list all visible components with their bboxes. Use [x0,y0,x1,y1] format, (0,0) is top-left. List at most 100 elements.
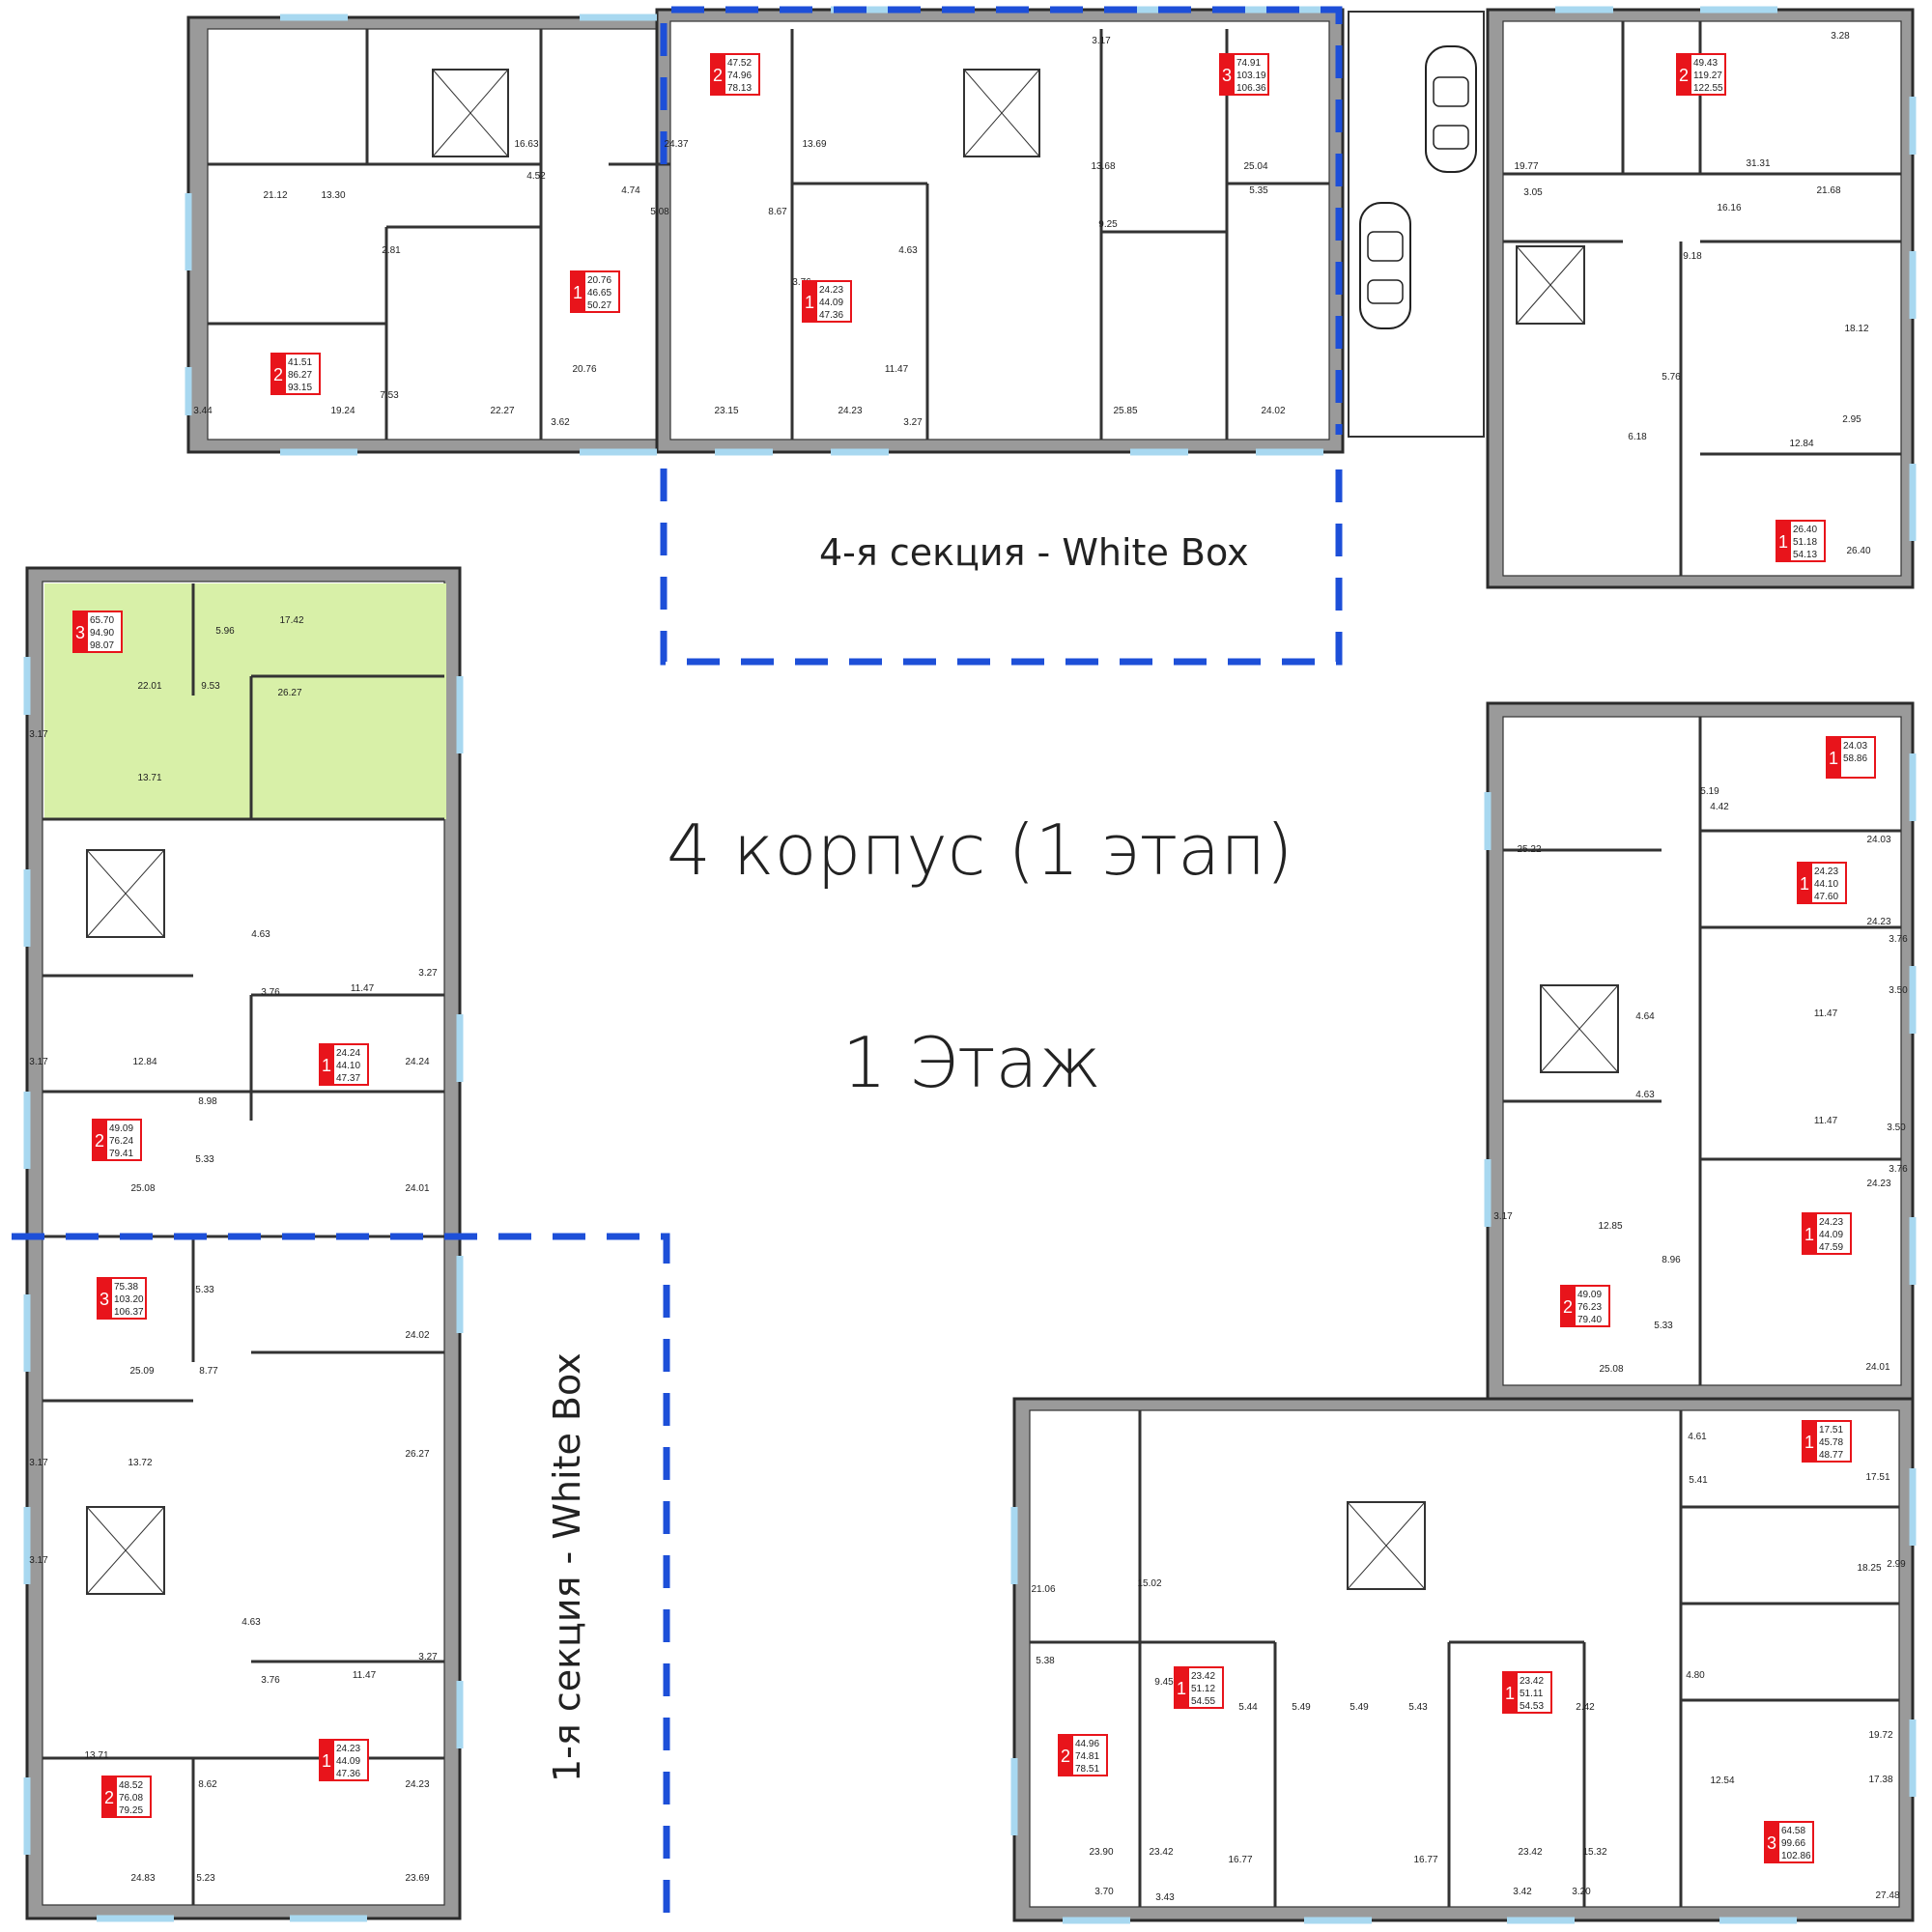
badge-full: 106.36 [1236,83,1266,94]
badge-total: 44.09 [819,298,843,308]
room-area-label: 8.98 [198,1096,217,1107]
room-area-label: 17.51 [1865,1472,1889,1483]
room-area-label: 24.01 [1865,1362,1889,1373]
room-area-label: 7.53 [380,390,399,401]
room-area-label: 25.08 [1599,1364,1623,1375]
badge-inner [117,1777,150,1816]
apartment-badges: 241.5186.2793.15120.7646.6550.27247.5274… [72,53,1876,1863]
badge-total: 44.10 [1814,879,1838,890]
room-area-label: 25.85 [1113,406,1137,416]
badge-rooms: 1 [573,283,582,302]
room-area-label: 13.68 [1091,161,1115,172]
badge-inner [112,1279,145,1318]
section-4-outline-top [660,6,1343,435]
room-area-label: 3.70 [1094,1887,1114,1897]
room-area-label: 3.42 [1513,1887,1532,1897]
badge-full: 47.60 [1814,892,1838,902]
badge-rooms: 2 [273,365,283,384]
badge-living: 44.96 [1075,1739,1099,1749]
badge-inner [88,612,121,651]
badge-total: 74.81 [1075,1751,1099,1762]
room-area-label: 3.17 [1092,36,1111,46]
room-area-label: 11.47 [885,364,909,375]
room-area-label: 5.49 [1292,1702,1311,1713]
badge-total: 44.09 [1819,1230,1843,1240]
room-area-label: 24.23 [1866,917,1890,927]
badge-inner [1518,1673,1550,1712]
badge-full: 93.15 [288,383,312,393]
badge-rooms: 1 [322,1056,331,1075]
badge-rooms: 3 [75,623,85,642]
room-area-label: 3.50 [1887,1122,1906,1133]
interior-partitions [43,21,1901,1907]
badge-rooms: 2 [713,66,723,85]
room-area-label: 3.27 [903,417,923,428]
badge-rooms: 3 [1222,66,1232,85]
badge-rooms: 1 [1804,1225,1814,1244]
badge-inner [1841,738,1874,777]
building-title: 4 корпус (1 этап) [667,810,1293,891]
room-area-label: 23.69 [405,1873,429,1884]
room-area-label: 3.76 [1889,934,1908,945]
badge-living: 75.38 [114,1282,138,1293]
badge-inner [1817,1214,1850,1253]
room-area-label: 31.31 [1746,158,1770,169]
badge-full: 106.37 [114,1307,144,1318]
room-area-label: 3.44 [193,406,213,416]
room-area-label: 24.23 [838,406,862,416]
room-area-label: 15.02 [1137,1578,1161,1589]
room-area-label: 16.77 [1413,1855,1437,1865]
badge-rooms: 1 [1177,1679,1186,1698]
badge-total: 86.27 [288,370,312,381]
room-area-label: 6.18 [1628,432,1647,442]
room-area-label: 8.67 [768,207,787,217]
room-area-label: 3.76 [261,1675,280,1686]
badge-inner [334,1045,367,1084]
badge-full: 54.55 [1191,1696,1215,1707]
room-area-label: 11.47 [353,1670,377,1681]
room-area-label: 3.17 [29,1555,48,1566]
badge-rooms: 2 [1679,66,1689,85]
badge-total: 51.18 [1793,537,1817,548]
room-area-label: 5.33 [195,1285,214,1295]
badge-living: 24.23 [336,1744,360,1754]
badge-rooms: 1 [1505,1684,1515,1703]
badge-inner [1691,55,1724,94]
badge-rooms: 2 [95,1131,104,1151]
section-1-outline [12,1233,670,1922]
room-area-label: 19.24 [330,406,355,416]
room-area-label: 5.38 [1036,1656,1055,1666]
badge-total: 103.20 [114,1294,144,1305]
room-area-label: 13.71 [84,1750,108,1761]
badge-total: 45.78 [1819,1437,1843,1448]
room-area-label: 4.64 [1635,1011,1655,1022]
room-area-label: 4.63 [1635,1090,1655,1100]
badge-full: 79.25 [119,1805,143,1816]
badge-full: 78.51 [1075,1764,1099,1775]
room-area-label: 24.24 [405,1057,429,1067]
badge-full: 102.86 [1781,1851,1811,1861]
building-walls [25,8,1915,1922]
room-area-label: 8.77 [199,1366,218,1377]
room-area-label: 20.76 [572,364,596,375]
badge-rooms: 1 [1829,749,1838,768]
room-area-label: 3.43 [1155,1892,1175,1903]
badge-full: 47.59 [1819,1242,1843,1253]
badge-living: 24.23 [1814,867,1838,877]
room-area-label: 24.83 [130,1873,155,1884]
badge-living: 49.43 [1693,58,1718,69]
room-area-label: 23.42 [1518,1847,1542,1858]
room-area-label: 4.63 [242,1617,261,1628]
badge-inner [286,355,319,393]
